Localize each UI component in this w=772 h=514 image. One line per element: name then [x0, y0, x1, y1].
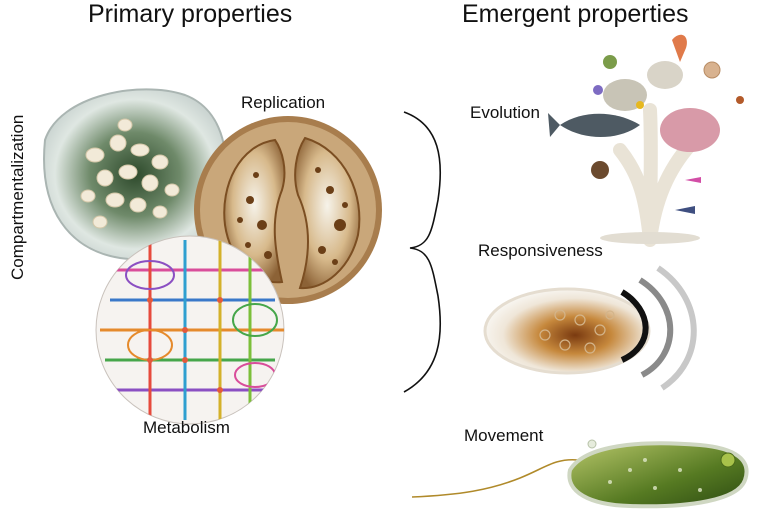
compartmentalization-label: Compartmentalization — [8, 114, 27, 280]
compartmentalization-cell-image — [43, 88, 228, 261]
primary-properties-heading: Primary properties — [88, 0, 293, 28]
metabolism-pathway-map-image — [95, 235, 285, 425]
metabolism-label: Metabolism — [143, 418, 230, 437]
responsiveness-cell-image — [483, 265, 697, 391]
movement-label: Movement — [464, 426, 544, 445]
curly-brace — [403, 111, 442, 393]
emergent-properties-heading: Emergent properties — [462, 0, 689, 28]
evolution-label: Evolution — [470, 103, 540, 122]
evolution-tree-image — [548, 34, 744, 247]
movement-protist-image — [411, 439, 749, 509]
replication-label: Replication — [241, 93, 326, 112]
responsiveness-label: Responsiveness — [478, 241, 603, 260]
